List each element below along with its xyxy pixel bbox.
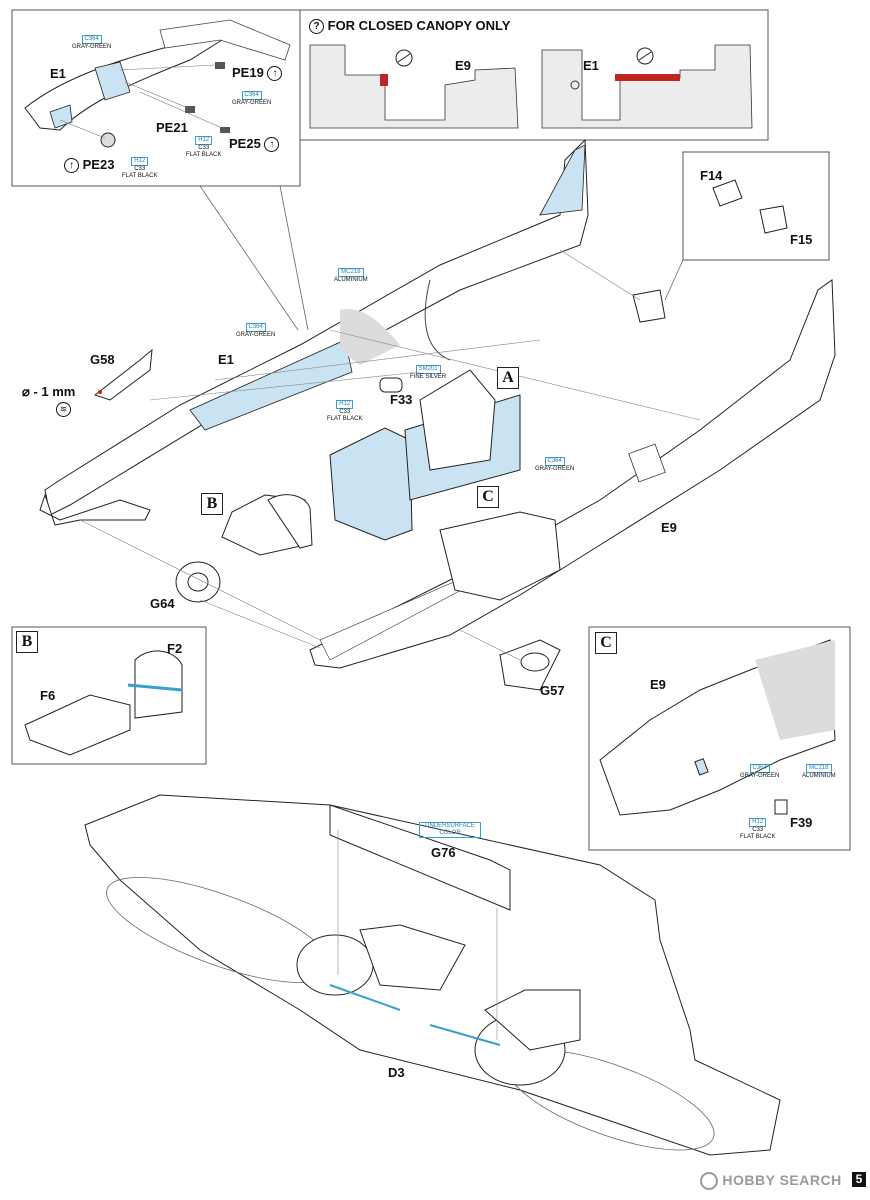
paint-code-2: C33 xyxy=(134,166,146,172)
paint-code: H12 xyxy=(195,136,213,145)
part-pe19-label: PE19 xyxy=(232,65,264,80)
paint-code: SM201 xyxy=(415,365,441,374)
part-pe25: PE25 ↑ xyxy=(229,136,280,153)
paint-h12-pe25: H12 C33 FLAT BLACK xyxy=(186,136,221,159)
part-f2: F2 xyxy=(167,641,183,656)
paint-name: GRAY-GREEN xyxy=(72,44,112,50)
paint-code-2: C33 xyxy=(198,145,210,151)
paint-code: H12 xyxy=(749,818,767,827)
part-e1-closed: E1 xyxy=(583,58,599,73)
drill-note: ⌀ - 1 mm xyxy=(22,384,76,399)
part-e9-c: E9 xyxy=(650,677,666,692)
part-pe25-label: PE25 xyxy=(229,136,261,151)
paint-code: MC218 xyxy=(806,764,832,773)
paint-name: FLAT BLACK xyxy=(740,834,776,840)
paint-mc218-main: MC218 ALUMINIUM xyxy=(334,268,368,284)
part-e1-top: E1 xyxy=(50,66,66,81)
paint-c364-top: C364 GRAY-GREEN xyxy=(72,35,111,51)
paint-h12-f39: H12 C33 FLAT BLACK xyxy=(740,818,775,841)
part-d3: D3 xyxy=(388,1065,405,1080)
part-f33: F33 xyxy=(390,392,413,407)
paint-name: GRAY-GREEN xyxy=(740,773,780,779)
part-pe21: PE21 xyxy=(156,120,188,135)
question-mark-icon: ? xyxy=(309,19,324,35)
brand-logo-icon xyxy=(700,1172,718,1191)
callout-c-inset: C xyxy=(595,632,617,654)
part-pe23: ↑ PE23 xyxy=(64,157,115,174)
callout-a: A xyxy=(497,367,519,389)
arrow-up-icon: ↑ xyxy=(264,137,280,153)
callout-b-main: B xyxy=(201,493,223,515)
paint-code: H12 xyxy=(131,157,149,166)
callout-b-inset: B xyxy=(16,631,38,653)
brand-watermark: HOBBY SEARCH xyxy=(700,1172,842,1191)
paint-name: GRAY-GREEN xyxy=(232,100,272,106)
callout-c: C xyxy=(477,486,499,508)
part-e9-closed: E9 xyxy=(455,58,471,73)
paint-code: C364 xyxy=(749,764,770,773)
paint-code-2: C33 xyxy=(752,827,764,833)
part-f15: F15 xyxy=(790,232,813,247)
paint-mc218-c: MC218 ALUMINIUM xyxy=(802,764,836,780)
paint-code: C364 xyxy=(245,323,266,332)
part-f39: F39 xyxy=(790,815,813,830)
part-g58: G58 xyxy=(90,352,115,367)
page-number: 5 xyxy=(852,1172,866,1187)
arrow-up-icon: ↑ xyxy=(267,66,283,82)
part-g64: G64 xyxy=(150,596,175,611)
paint-h12-f33: H12 C33 FLAT BLACK xyxy=(327,400,362,423)
paint-name: FLAT BLACK xyxy=(122,173,158,179)
paint-name: FLAT BLACK xyxy=(327,416,363,422)
part-e1-main: E1 xyxy=(218,352,234,367)
paint-code: C364 xyxy=(241,91,262,100)
part-f14: F14 xyxy=(700,168,723,183)
paint-c364-e9: C364 GRAY-GREEN xyxy=(535,457,574,473)
paint-name: GRAY-GREEN xyxy=(535,466,575,472)
paint-name: ALUMINIUM xyxy=(802,773,836,779)
paint-name: FLAT BLACK xyxy=(186,152,222,158)
paint-c364-main: C364 GRAY-GREEN xyxy=(236,323,275,339)
paint-c364-pe21: C364 GRAY-GREEN xyxy=(232,91,271,107)
part-pe23-label: PE23 xyxy=(82,157,115,172)
paint-code-2: C33 xyxy=(339,409,351,415)
paint-h12-pe23: H12 C33 FLAT BLACK xyxy=(122,157,157,180)
paint-c364-c: C364 GRAY-GREEN xyxy=(740,764,779,780)
part-g57: G57 xyxy=(540,683,565,698)
paint-name: GRAY-GREEN xyxy=(236,332,276,338)
brand-text: HOBBY SEARCH xyxy=(722,1172,842,1188)
paint-code: H12 xyxy=(336,400,354,409)
paint-undersurface: UNDERSURFACE COLOR xyxy=(419,822,481,838)
part-pe19: PE19 ↑ xyxy=(232,65,283,82)
part-g76: G76 xyxy=(431,845,456,860)
paint-name: ALUMINIUM xyxy=(334,277,368,283)
part-e9-main: E9 xyxy=(661,520,677,535)
part-f6: F6 xyxy=(40,688,56,703)
closed-canopy-note-text: FOR CLOSED CANOPY ONLY xyxy=(327,18,511,33)
paint-name: UNDERSURFACE COLOR xyxy=(419,822,481,838)
paint-code: C364 xyxy=(544,457,565,466)
paint-name: FINE SILVER xyxy=(410,374,447,380)
arrow-up-icon: ↑ xyxy=(64,158,79,174)
paint-sm201: SM201 FINE SILVER xyxy=(410,365,446,381)
closed-canopy-note: ? FOR CLOSED CANOPY ONLY xyxy=(309,18,511,35)
drill-icon: ≋ xyxy=(56,402,71,417)
paint-code: C364 xyxy=(81,35,102,44)
paint-code: MC218 xyxy=(338,268,364,277)
